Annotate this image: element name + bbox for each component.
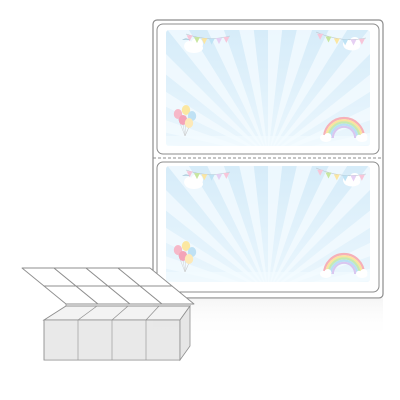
cloud-icon [356,133,368,142]
cloud-icon [320,133,332,142]
stack-top-panel [139,285,195,305]
bird-icon [182,174,190,176]
cloud-icon [184,174,203,189]
pennant-banner-icon [185,33,231,45]
stack-side-face [179,304,191,362]
pennant-banner-icon [315,31,367,46]
rainbow-icon [322,252,366,275]
pennant-banner-icon [315,167,367,182]
label-1-artwork [166,30,370,146]
cloud-icon [356,269,368,278]
balloon-bunch-icon [173,105,197,137]
pennant-banner-icon [185,169,231,181]
rainbow-icon [322,116,366,139]
stack-column-divider [77,305,98,321]
balloon-bunch-icon [173,241,197,273]
cloud-icon [320,269,332,278]
stack-top-fold [42,305,191,321]
bird-icon [182,38,190,40]
fanfold-stack [21,267,195,362]
cloud-icon [184,38,203,53]
label-2-artwork [166,166,370,282]
stack-column-divider [111,305,129,321]
stack-column-divider [145,305,160,321]
